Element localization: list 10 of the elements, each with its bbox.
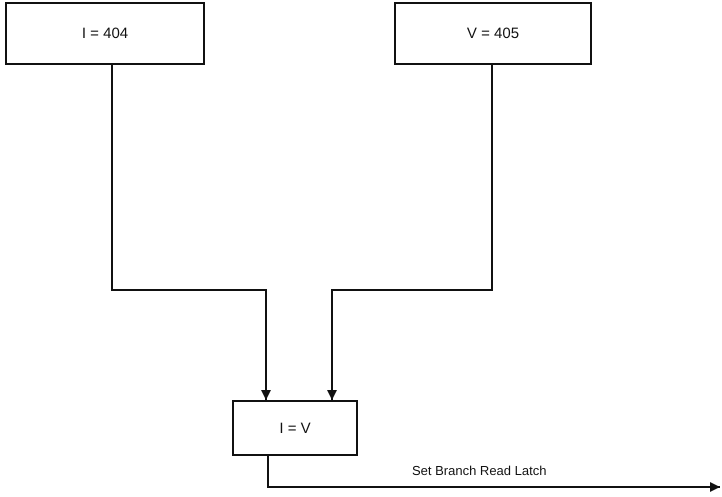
edge-label: Set Branch Read Latch	[412, 463, 546, 478]
arrow	[111, 65, 271, 400]
process-box	[394, 2, 592, 65]
box-label: I = 404	[82, 25, 128, 42]
arrow	[267, 456, 720, 492]
box-label: V = 405	[466, 25, 520, 42]
process-box	[5, 2, 205, 65]
arrow	[327, 65, 493, 400]
box-label: I = V	[279, 420, 311, 436]
process-box	[232, 400, 358, 456]
